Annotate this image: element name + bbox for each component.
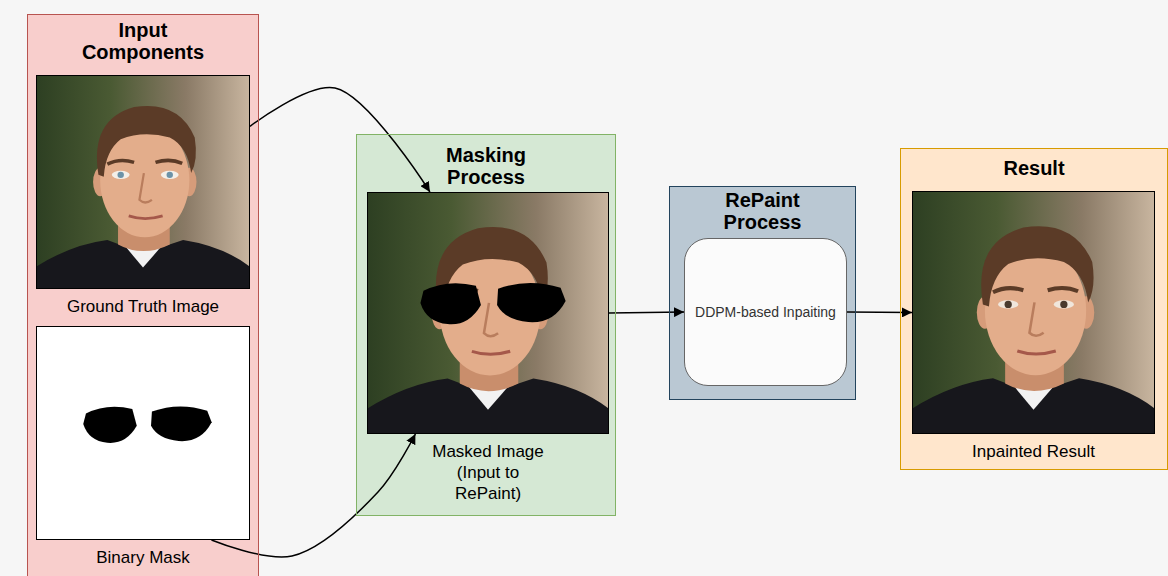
caption-holder: Ground Truth Image <box>37 296 249 317</box>
panel-title: Input Components <box>68 19 218 63</box>
process-label: DDPM-based Inpaiting <box>695 304 836 321</box>
image-frame: Masked Image (Input to RePaint) <box>367 192 609 434</box>
panel-fill <box>27 14 259 576</box>
process-box: DDPM-based Inpaiting <box>684 238 847 386</box>
inpainted-photo <box>912 191 1155 434</box>
image-caption: Masked Image (Input to RePaint) <box>423 441 553 504</box>
image-caption: Ground Truth Image <box>43 296 243 317</box>
panel-title: RePaint Process <box>703 189 823 233</box>
panel-fill <box>669 186 856 400</box>
caption-holder: Binary Mask <box>37 547 249 568</box>
connector-arrow <box>609 312 684 313</box>
image-caption: Inpainted Result <box>934 441 1134 462</box>
connector-arrow <box>211 434 415 557</box>
image-frame: Inpainted Result <box>912 191 1155 434</box>
masked-photo <box>367 192 609 434</box>
ground-truth-photo <box>36 75 250 289</box>
image-frame: Binary Mask <box>36 326 250 540</box>
connector-arrow <box>250 88 430 192</box>
caption-holder: Masked Image (Input to RePaint) <box>368 441 608 504</box>
caption-holder: Inpainted Result <box>913 441 1154 462</box>
panel-fill <box>900 148 1168 470</box>
input-panel: Input ComponentsGround Truth ImageBinary… <box>27 14 259 576</box>
panel-fill <box>356 134 616 516</box>
connector-arrow <box>847 311 912 313</box>
binary-mask-picture <box>36 326 250 540</box>
panel-title: Result <box>934 157 1134 179</box>
repaint-panel: RePaint ProcessDDPM-based Inpaiting <box>669 186 856 400</box>
image-frame: Ground Truth Image <box>36 75 250 289</box>
image-caption: Binary Mask <box>43 547 243 568</box>
masking-panel: Masking ProcessMasked Image (Input to Re… <box>356 134 616 516</box>
result-panel: ResultInpainted Result <box>900 148 1168 470</box>
panel-title: Masking Process <box>421 144 551 188</box>
